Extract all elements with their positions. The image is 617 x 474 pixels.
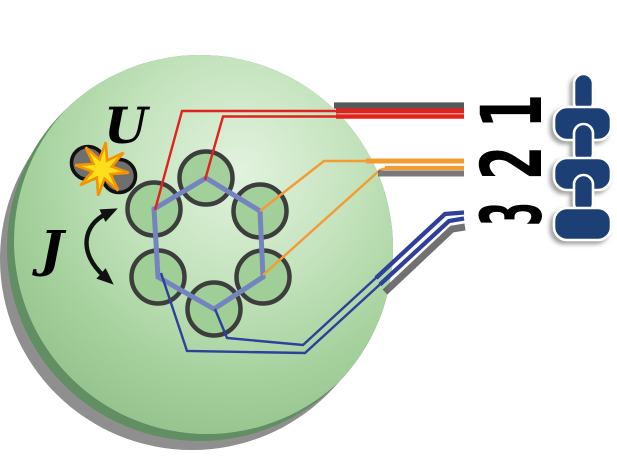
qubit-label-3: 3 bbox=[463, 202, 561, 226]
qubit-label-2: 2 bbox=[463, 146, 561, 180]
wire-red-b bbox=[203, 115, 338, 181]
qubit-label-1: 1 bbox=[463, 94, 561, 128]
qubit-labels: 1 2 3 bbox=[463, 94, 561, 226]
collision-burst-icon bbox=[74, 141, 130, 197]
qubit-pill bbox=[552, 206, 613, 242]
wire-blue-a bbox=[213, 275, 379, 347]
wire-blue-b-thick bbox=[378, 216, 465, 287]
wire-blue-a-thick bbox=[374, 210, 465, 280]
wire-orange-b bbox=[262, 166, 388, 276]
wire-blue-b bbox=[159, 272, 383, 355]
interaction-label: U bbox=[104, 96, 151, 155]
hopping-arrow-icon bbox=[84, 208, 118, 285]
wire-red-a bbox=[153, 109, 338, 211]
ensemble-sphere bbox=[14, 55, 393, 434]
qubit-chain bbox=[552, 72, 613, 242]
wire-orange-a bbox=[259, 159, 368, 212]
wire-shadow-blue bbox=[382, 223, 466, 295]
